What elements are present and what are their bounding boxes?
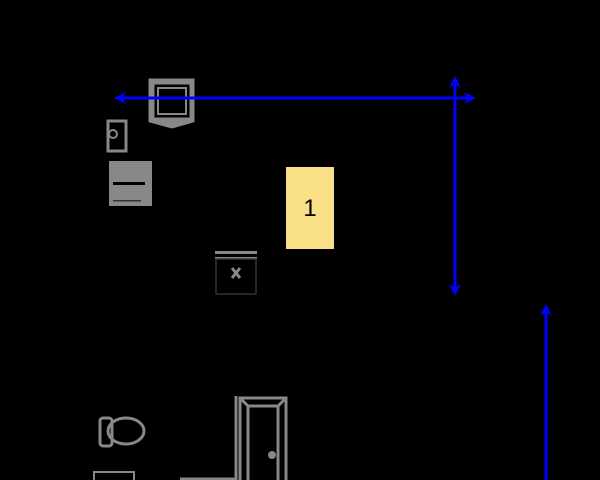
room-marker-box [286, 167, 334, 249]
tv-icon [148, 78, 195, 129]
room-marker[interactable]: 1 [286, 167, 334, 249]
door-icon [180, 396, 288, 480]
sink-icon [93, 471, 135, 480]
trash-bin-icon [215, 251, 257, 295]
toilet-icon [98, 416, 146, 448]
room-number: 1 [303, 195, 316, 222]
stove-icon [109, 161, 152, 206]
washer-icon [106, 119, 128, 153]
